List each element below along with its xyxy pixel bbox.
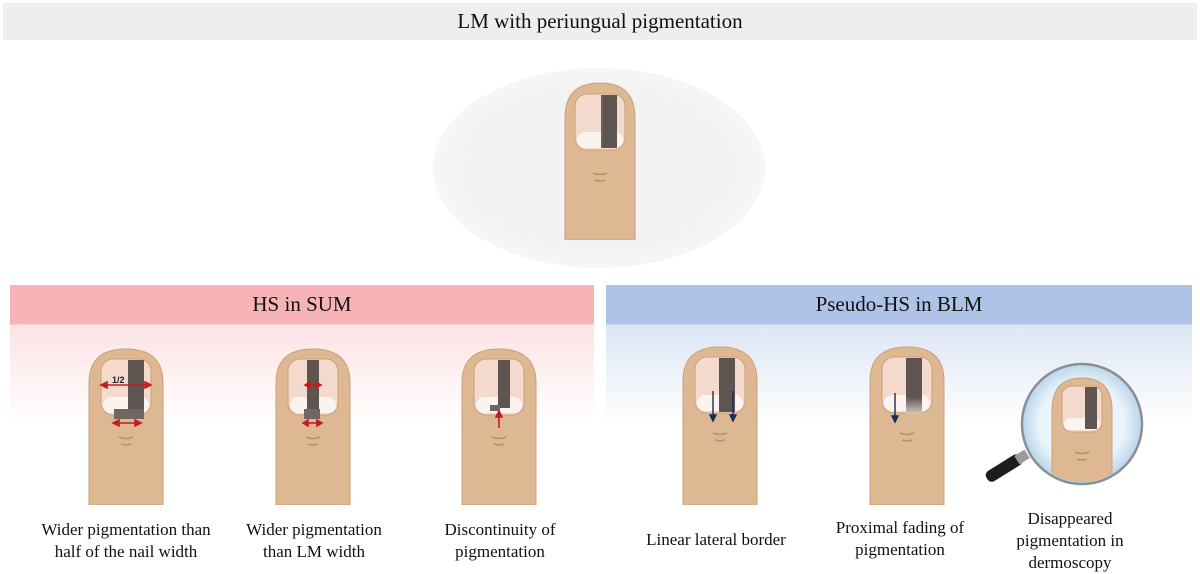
top-title: LM with periungual pigmentation xyxy=(457,9,743,33)
finger-dermoscopy-magnifier xyxy=(985,362,1144,486)
pseudo-hs-in-blm-title: Pseudo-HS in BLM xyxy=(815,292,983,316)
caption-dermoscopy: Disappeared pigmentation in dermoscopy xyxy=(1016,509,1124,572)
caption-linear-lateral-border: Linear lateral border xyxy=(646,530,786,549)
finger-wider-than-half: 1/2 xyxy=(88,348,164,505)
finger-proximal-fading xyxy=(869,346,945,505)
magnifier-handle xyxy=(985,454,1023,482)
caption-wider-than-lm: Wider pigmentation than LM width xyxy=(246,520,382,561)
half-label: 1/2 xyxy=(112,375,125,385)
center-finger-illustration xyxy=(564,82,636,240)
hs-in-sum-title: HS in SUM xyxy=(252,292,352,316)
caption-wider-than-half: Wider pigmentation than half of the nail… xyxy=(41,520,211,561)
caption-discontinuity: Discontinuity of pigmentation xyxy=(444,520,556,561)
pigment-band xyxy=(603,95,617,148)
finger-discontinuity xyxy=(461,348,537,505)
finger-wider-than-lm xyxy=(275,348,351,505)
top-title-banner: LM with periungual pigmentation xyxy=(3,3,1197,40)
finger-linear-lateral-border xyxy=(682,346,758,505)
caption-proximal-fading: Proximal fading of pigmentation xyxy=(835,518,965,559)
